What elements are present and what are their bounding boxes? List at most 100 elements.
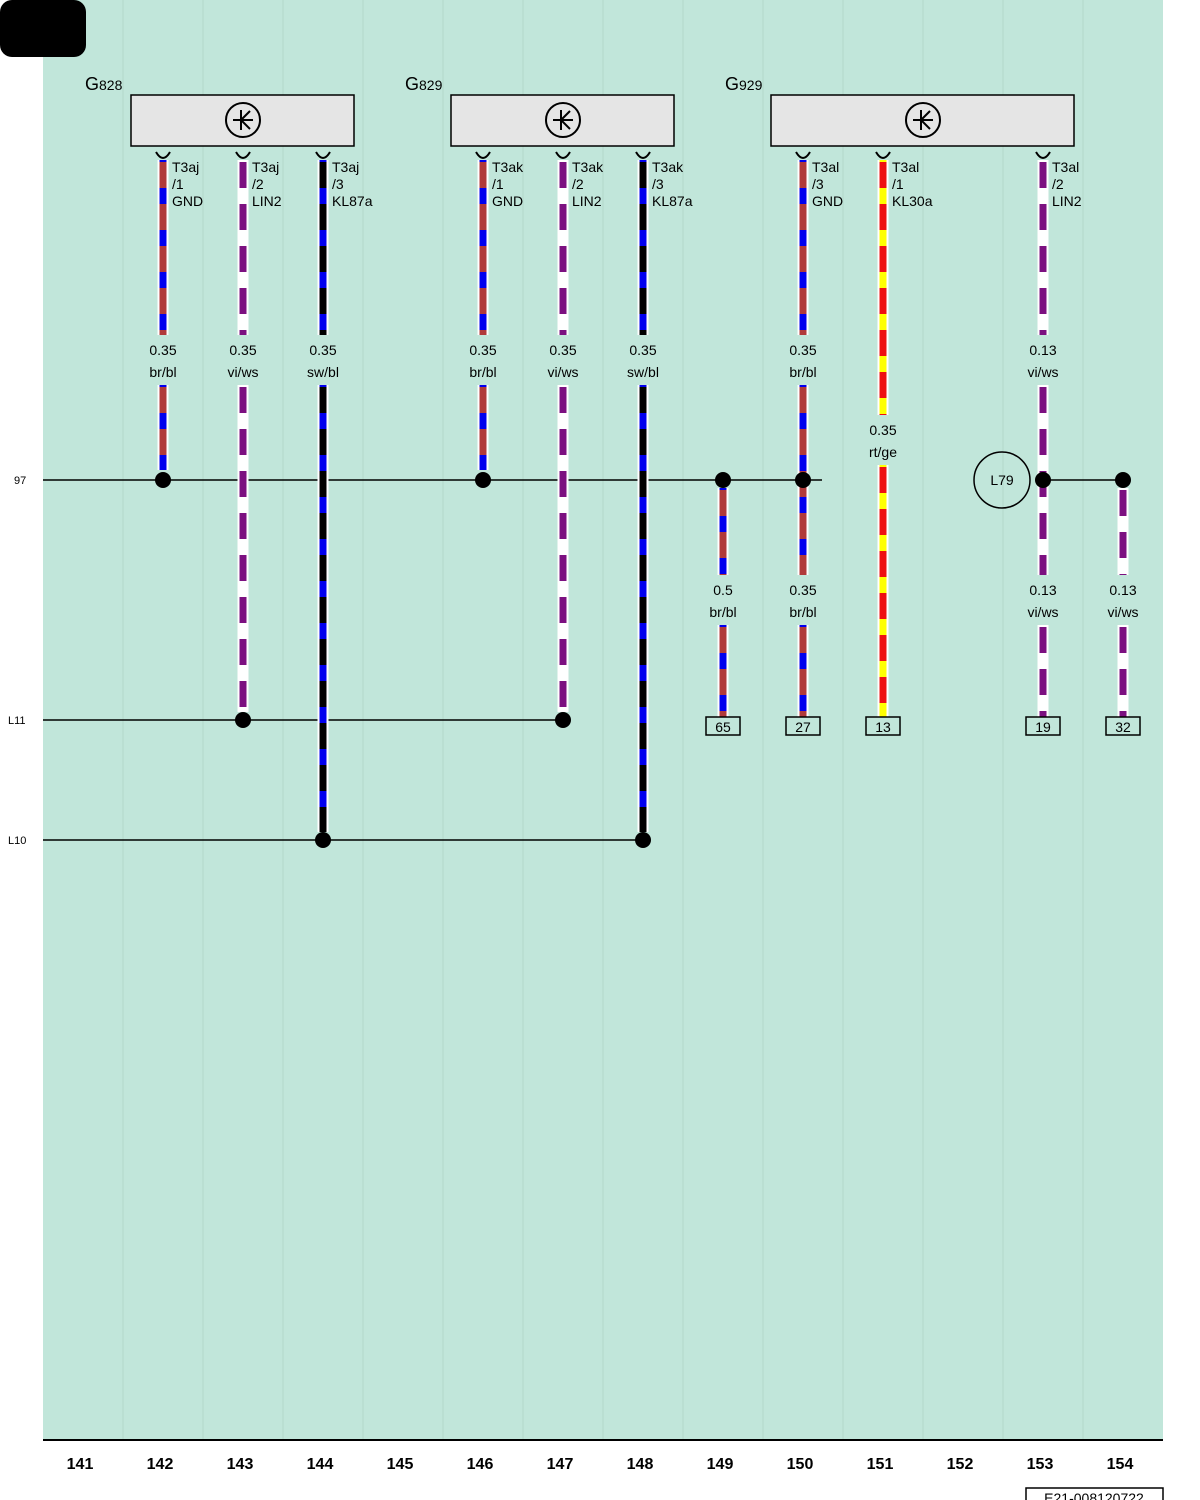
column-number: 151 [867, 1456, 894, 1473]
svg-text:0.35: 0.35 [789, 342, 816, 358]
svg-text:0.35: 0.35 [229, 342, 256, 358]
column-number: 149 [707, 1456, 734, 1473]
svg-text:T3al: T3al [812, 159, 839, 175]
junction-dot [475, 472, 491, 488]
pin-connector-icon [875, 151, 891, 159]
column-number: 148 [627, 1456, 654, 1473]
junction-dot [635, 832, 651, 848]
svg-text:/1: /1 [892, 176, 904, 192]
pin-connector-icon [1035, 151, 1051, 159]
svg-text:GND: GND [492, 193, 523, 209]
terminal-box: 32 [1105, 716, 1141, 736]
svg-text:/3: /3 [812, 176, 824, 192]
column-number: 144 [307, 1456, 334, 1473]
svg-text:0.35: 0.35 [629, 342, 656, 358]
svg-text:KL87a: KL87a [652, 193, 693, 209]
column-number: 147 [547, 1456, 574, 1473]
svg-text:sw/bl: sw/bl [307, 364, 339, 380]
svg-text:GND: GND [812, 193, 843, 209]
svg-text:T3al: T3al [1052, 159, 1079, 175]
svg-text:T3aj: T3aj [252, 159, 279, 175]
svg-text:0.35: 0.35 [149, 342, 176, 358]
svg-text:65: 65 [715, 719, 731, 735]
svg-text:0.35: 0.35 [869, 422, 896, 438]
component-g929: G929 [725, 74, 1075, 147]
pin-connector-icon [235, 151, 251, 159]
sensor-icon [905, 102, 941, 138]
splice-label: L79 [990, 472, 1014, 488]
column-number: 141 [67, 1456, 94, 1473]
terminal-box: 19 [1025, 716, 1061, 736]
pin-connector-icon [315, 151, 331, 159]
svg-text:0.13: 0.13 [1029, 582, 1056, 598]
junction-dot [555, 712, 571, 728]
junction-dot [715, 472, 731, 488]
pin-connector-icon [635, 151, 651, 159]
wires [157, 160, 1129, 832]
junction-dot [1115, 472, 1131, 488]
svg-text:0.13: 0.13 [1029, 342, 1056, 358]
column-number: 153 [1027, 1456, 1054, 1473]
svg-text:27: 27 [795, 719, 811, 735]
pin-connector-icon [555, 151, 571, 159]
svg-text:vi/ws: vi/ws [547, 364, 578, 380]
svg-text:vi/ws: vi/ws [1027, 364, 1058, 380]
svg-text:vi/ws: vi/ws [1107, 604, 1138, 620]
bus-lines [43, 479, 1123, 841]
pin-connector-icon [155, 151, 171, 159]
svg-text:/2: /2 [1052, 176, 1064, 192]
svg-text:br/bl: br/bl [789, 604, 816, 620]
bus-label-97: 97 [14, 475, 26, 487]
svg-text:32: 32 [1115, 719, 1131, 735]
sensor-icon [545, 102, 581, 138]
column-number: 154 [1107, 1456, 1134, 1473]
junction-dot [795, 472, 811, 488]
column-number: 145 [387, 1456, 414, 1473]
svg-text:KL87a: KL87a [332, 193, 373, 209]
junction-dot [315, 832, 331, 848]
junction-dot [155, 472, 171, 488]
svg-text:GND: GND [172, 193, 203, 209]
column-number: 150 [787, 1456, 814, 1473]
terminal-box: 65 [705, 716, 741, 736]
svg-text:rt/ge: rt/ge [869, 444, 897, 460]
wire-label: 0.13 vi/ws [1107, 582, 1138, 620]
svg-text:/2: /2 [572, 176, 584, 192]
column-number: 143 [227, 1456, 254, 1473]
svg-text:br/bl: br/bl [789, 364, 816, 380]
reference-box [1025, 1487, 1164, 1500]
pin-connectors [155, 151, 1051, 159]
splice-circle [973, 451, 1031, 509]
svg-text:19: 19 [1035, 719, 1051, 735]
svg-text:T3aj: T3aj [172, 159, 199, 175]
svg-text:LIN2: LIN2 [572, 193, 602, 209]
wire-label: 0.35 br/bl [149, 342, 176, 380]
svg-text:13: 13 [875, 719, 891, 735]
svg-text:0.5: 0.5 [713, 582, 733, 598]
component-g829: G829 [405, 74, 675, 147]
column-number: 146 [467, 1456, 494, 1473]
component-label: G929 [725, 74, 763, 94]
svg-text:0.13: 0.13 [1109, 582, 1136, 598]
page-tab [0, 0, 86, 57]
svg-text:/1: /1 [492, 176, 504, 192]
splice-l79: L79 [973, 451, 1031, 509]
pin-connector-icon [475, 151, 491, 159]
svg-text:KL30a: KL30a [892, 193, 933, 209]
svg-text:T3ak: T3ak [572, 159, 604, 175]
sensor-icon [225, 102, 261, 138]
bus-label-l10: L10 [8, 835, 26, 847]
svg-text:br/bl: br/bl [149, 364, 176, 380]
terminal-box: 27 [785, 716, 821, 736]
junction-dot [1035, 472, 1051, 488]
junction-dot [235, 712, 251, 728]
